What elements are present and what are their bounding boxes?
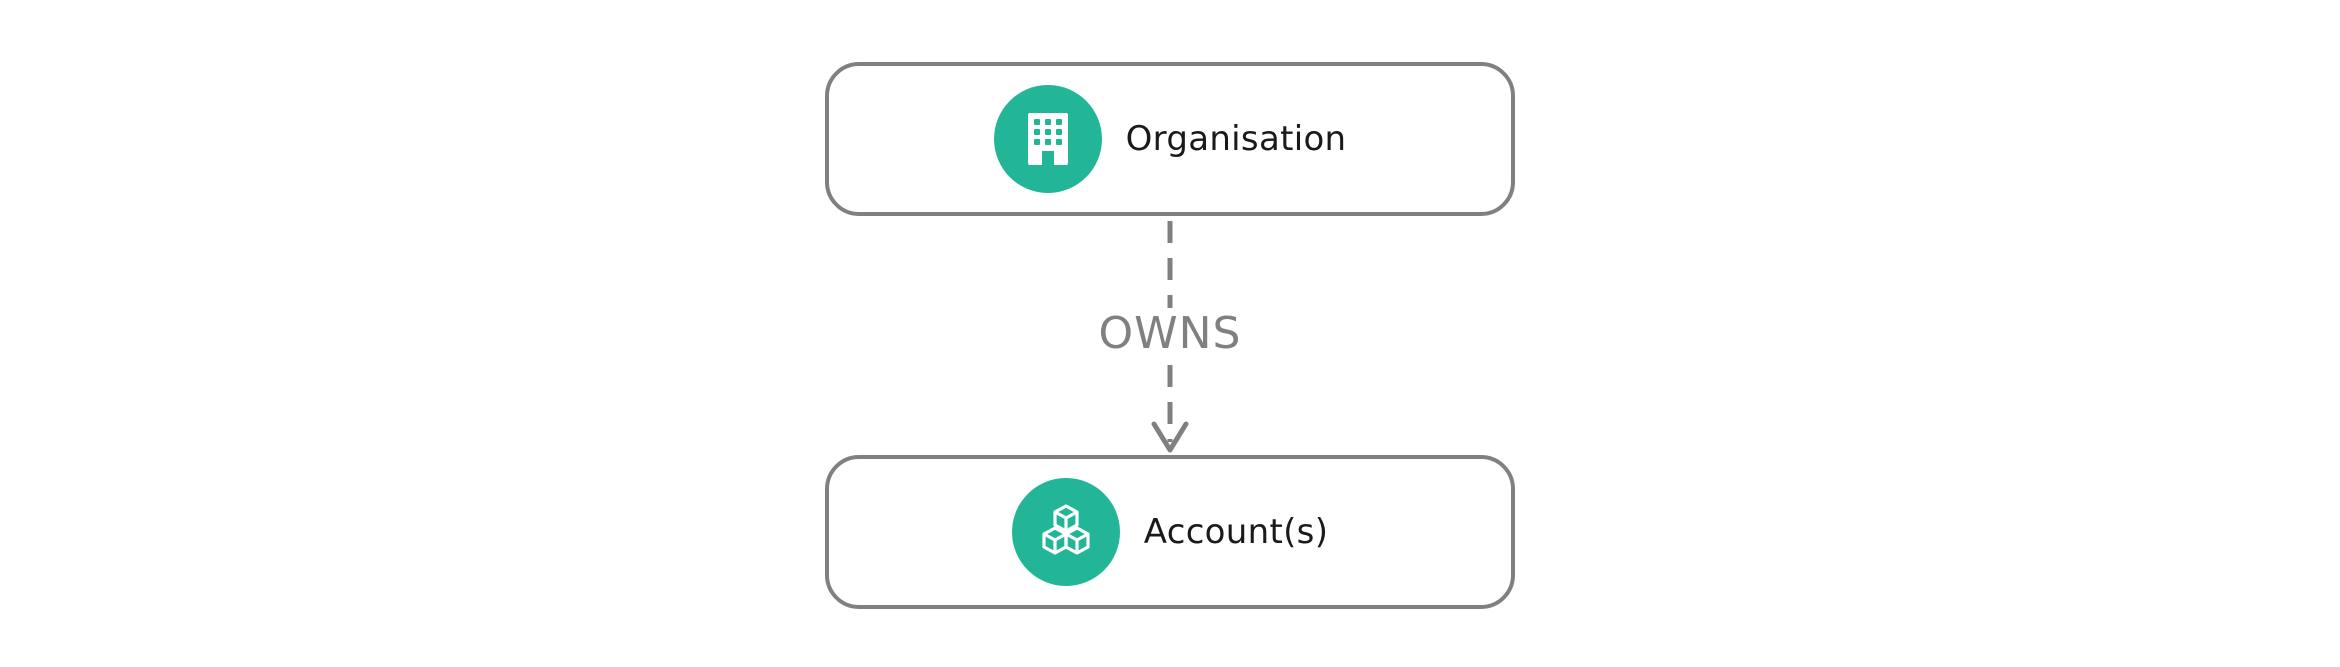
- accounts-node[interactable]: Account(s): [825, 455, 1515, 609]
- organisation-node[interactable]: Organisation: [825, 62, 1515, 216]
- edge-arrowhead: [1151, 421, 1189, 453]
- building-icon: [993, 85, 1102, 193]
- cubes-icon: [1011, 478, 1120, 586]
- edge-label-owns: OWNS: [1070, 308, 1270, 360]
- accounts-label: Account(s): [1143, 512, 1329, 552]
- organisation-label: Organisation: [1125, 119, 1347, 159]
